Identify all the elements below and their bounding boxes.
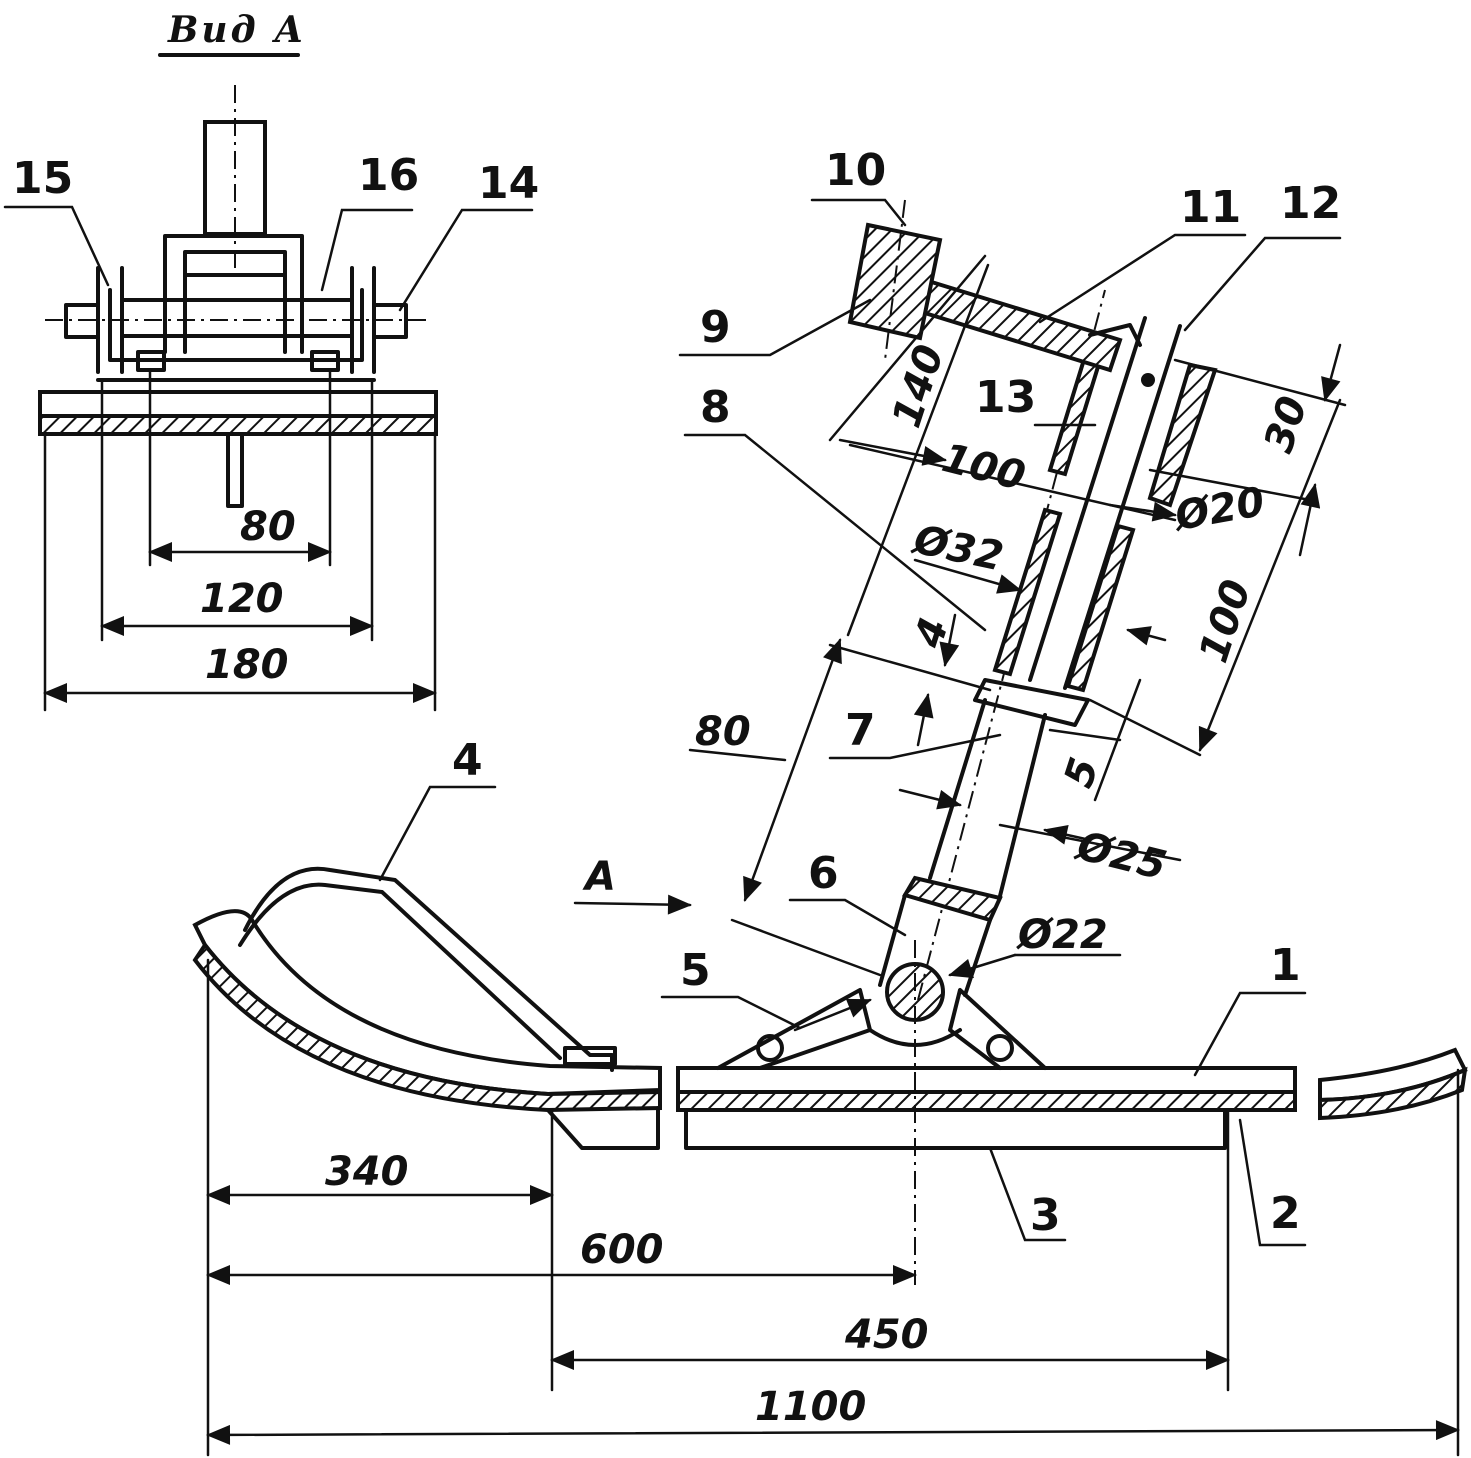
dim-80: 80 <box>695 709 751 755</box>
sleeve-right-wall <box>1065 523 1136 693</box>
view-nut-left <box>64 303 100 339</box>
lower-clamp <box>901 875 1003 923</box>
brace-mount <box>563 1046 617 1066</box>
ski-front-runner <box>192 941 662 1113</box>
label-16: 16 <box>358 150 419 201</box>
dim-600: 600 <box>580 1227 664 1273</box>
ski-side-view <box>192 866 1468 1285</box>
rivet-right <box>986 1034 1014 1062</box>
pivot-bracket-right <box>948 988 1047 1070</box>
dim-phi20: Ø20 <box>1170 479 1268 540</box>
label-15: 15 <box>12 153 73 204</box>
dim-phi32: Ø32 <box>908 516 1007 580</box>
dim-340: 340 <box>325 1149 409 1195</box>
dim-5: 5 <box>1056 752 1108 793</box>
lower-tube <box>928 698 1047 898</box>
label-10: 10 <box>825 145 886 196</box>
view-base-bracket <box>96 288 376 382</box>
label-8: 8 <box>700 382 731 433</box>
view-marker: А <box>582 854 616 900</box>
label-3: 3 <box>1030 1190 1061 1241</box>
brace-inner <box>238 882 562 1060</box>
label-5: 5 <box>680 945 711 996</box>
view-ski-runner <box>38 414 438 436</box>
brace-outer <box>243 866 614 1072</box>
arm-joint <box>1088 323 1142 347</box>
grip-axis <box>884 199 906 361</box>
label-4: 4 <box>452 735 483 786</box>
label-14: 14 <box>478 158 539 209</box>
lower-clamp-arms <box>878 893 992 997</box>
view-ski-plank <box>38 390 438 418</box>
dim-phi22: Ø22 <box>1016 912 1108 958</box>
label-7: 7 <box>845 705 876 756</box>
dim-view-80: 80 <box>240 504 296 550</box>
ski-plank <box>676 1066 1297 1094</box>
sleeve-left-wall <box>992 507 1063 677</box>
dim-30: 30 <box>1256 391 1317 458</box>
dim-100-right: 100 <box>1191 574 1261 668</box>
label-1: 1 <box>1270 940 1301 991</box>
side-dim-lines <box>206 254 1460 1457</box>
view-axle <box>120 298 354 338</box>
view-keel <box>226 432 244 508</box>
dim-450: 450 <box>844 1312 929 1358</box>
dim-view-120: 120 <box>200 576 284 622</box>
dim-1100: 1100 <box>755 1384 866 1430</box>
dim-100-top: 100 <box>938 435 1030 500</box>
dim-phi25: Ø25 <box>1071 823 1171 890</box>
steering-column <box>847 199 1218 1001</box>
view-a: Вид А <box>3 9 539 712</box>
view-bolt-right <box>310 350 340 372</box>
view-dim-lines <box>43 368 437 712</box>
label-2: 2 <box>1270 1188 1301 1239</box>
ski-keel <box>684 1108 1227 1150</box>
label-6: 6 <box>808 848 839 899</box>
view-nut-right <box>372 303 408 339</box>
ski-front-keel <box>546 1106 660 1150</box>
label-12: 12 <box>1280 178 1341 229</box>
pivot-bracket-left <box>716 988 872 1070</box>
label-13: 13 <box>975 372 1036 423</box>
dim-4: 4 <box>905 612 958 654</box>
part-leaders <box>378 198 1342 1247</box>
view-title: Вид А <box>167 9 307 51</box>
pin-12 <box>1141 373 1155 387</box>
label-9: 9 <box>700 302 731 353</box>
rivet-left <box>756 1034 784 1062</box>
view-leaders <box>3 205 534 312</box>
view-u-bracket <box>163 234 304 354</box>
ski-runner <box>676 1090 1297 1112</box>
ski-rear-runner <box>1318 1066 1468 1121</box>
label-11: 11 <box>1180 182 1241 233</box>
dim-view-180: 180 <box>205 642 289 688</box>
